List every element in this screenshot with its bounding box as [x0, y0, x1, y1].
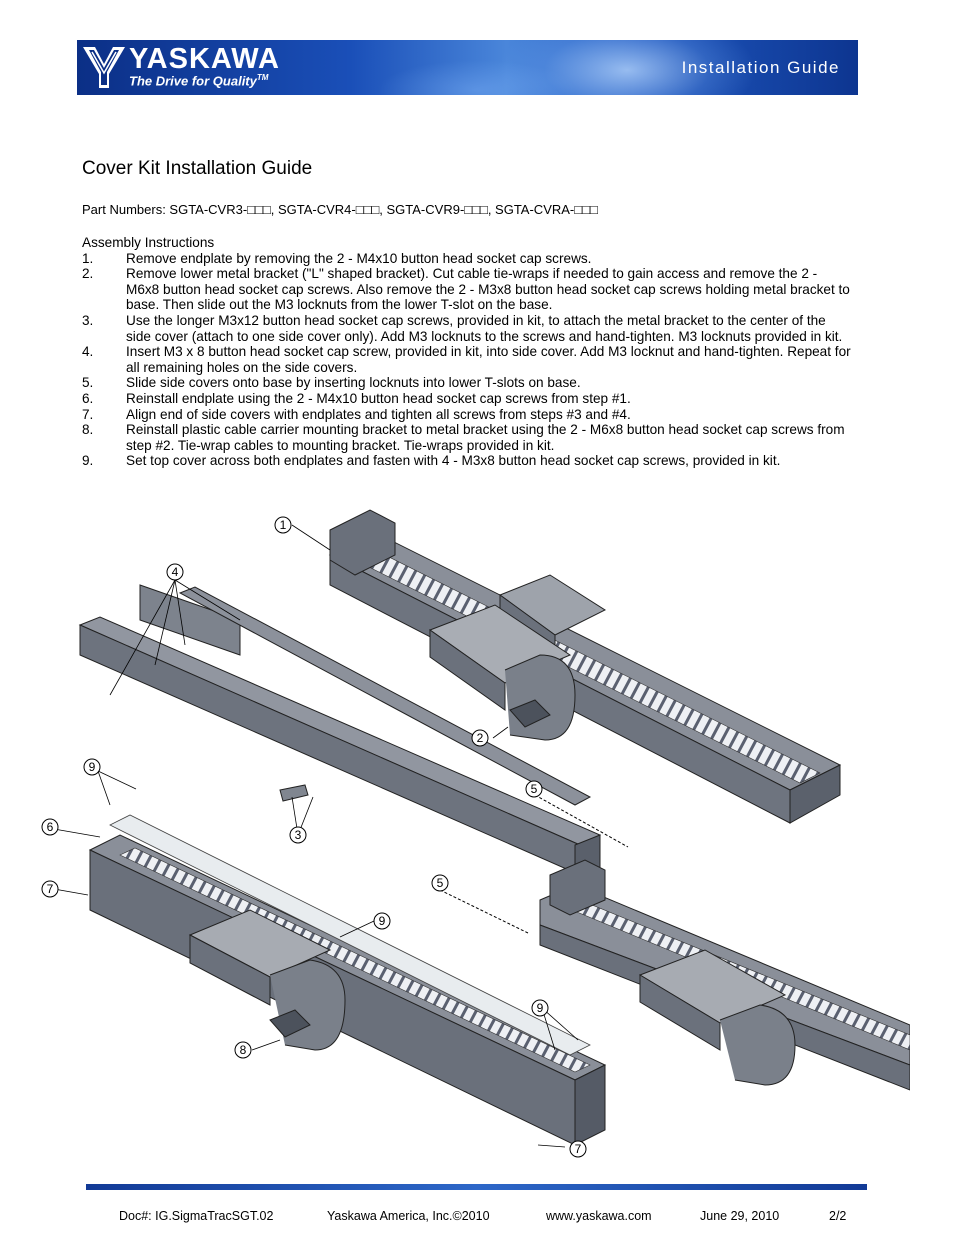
- step-item: 6. Reinstall endplate using the 2 - M4x10…: [82, 391, 852, 407]
- step-number: 9.: [82, 453, 94, 469]
- step-text: Reinstall plastic cable carrier mounting…: [126, 422, 845, 453]
- callout-circle: [569, 1140, 587, 1158]
- callout-circle: [525, 780, 543, 798]
- step-item: 5. Slide side covers onto base by inserti…: [82, 375, 852, 391]
- side-covers: [78, 584, 602, 911]
- footer-date: June 29, 2010: [700, 1209, 780, 1223]
- step-number: 4.: [82, 344, 94, 360]
- callout-circle: [373, 912, 391, 930]
- step-number: 5.: [82, 375, 94, 391]
- brand-tagline: The Drive for QualityTM: [129, 73, 269, 89]
- callout-circle: [234, 1041, 252, 1059]
- callout-label: 9: [537, 1001, 544, 1015]
- step-text: Remove endplate by removing the 2 - M4x1…: [126, 250, 592, 266]
- step-number: 1.: [82, 250, 94, 266]
- brand-name: YASKAWA: [129, 43, 280, 75]
- footer-website: www.yaskawa.com: [546, 1209, 652, 1223]
- footer-doc-number: Doc#: IG.SigmaTracSGT.02: [119, 1209, 274, 1223]
- callout-circle: [274, 516, 292, 534]
- step-number: 8.: [82, 422, 94, 438]
- callout-label: 4: [172, 565, 179, 579]
- step-text: Align end of side covers with endplates …: [126, 406, 631, 422]
- step-text: Slide side covers onto base by inserting…: [126, 375, 581, 391]
- step-item: 4. Insert M3 x 8 button head socket cap s…: [82, 344, 852, 375]
- step-item: 2. Remove lower metal bracket ("L" shaped…: [82, 266, 852, 313]
- step-item: 1. Remove endplate by removing the 2 - M4…: [82, 251, 852, 267]
- actuator-bottom: [88, 814, 607, 1146]
- part-numbers: Part Numbers: SGTA-CVR3-□□□, SGTA-CVR4-□…: [82, 202, 598, 217]
- step-text: Insert M3 x 8 button head socket cap scr…: [126, 344, 851, 375]
- callout-circle: [289, 826, 307, 844]
- step-text: Remove lower metal bracket ("L" shaped b…: [126, 266, 850, 313]
- callout-circle: [83, 758, 101, 776]
- callout-label: 2: [477, 731, 484, 745]
- step-number: 6.: [82, 390, 94, 406]
- step-number: 3.: [82, 312, 94, 328]
- footer-page-number: 2/2: [829, 1209, 847, 1223]
- assembly-instructions: Assembly Instructions 1. Remove endplate …: [82, 235, 852, 469]
- callout-label: 5: [437, 876, 444, 890]
- instructions-heading: Assembly Instructions: [82, 235, 215, 250]
- footer-rule: [86, 1184, 867, 1190]
- step-item: 9. Set top cover across both endplates an…: [82, 453, 852, 469]
- callout-circle: [471, 729, 489, 747]
- callout-label: 1: [280, 518, 287, 532]
- banner-title: Installation Guide: [681, 58, 840, 77]
- callout-label: 7: [575, 1142, 582, 1156]
- step-item: 8. Reinstall plastic cable carrier mounti…: [82, 422, 852, 453]
- step-number: 7.: [82, 406, 94, 422]
- header-banner: YASKAWA The Drive for QualityTM Installa…: [77, 40, 858, 95]
- callout-circle: [431, 874, 449, 892]
- callout-label: 3: [295, 828, 302, 842]
- callout-label: 8: [240, 1043, 247, 1057]
- step-item: 3. Use the longer M3x12 button head socke…: [82, 313, 852, 344]
- callout-label: 9: [89, 760, 96, 774]
- callout-circle: [41, 880, 59, 898]
- actuator-top: [328, 509, 842, 824]
- yaskawa-logo-icon: [83, 47, 125, 88]
- step-text: Use the longer M3x12 button head socket …: [126, 312, 843, 344]
- callout-circle: [531, 999, 549, 1017]
- callout-label: 6: [47, 820, 54, 834]
- footer-company: Yaskawa America, Inc.©2010: [327, 1209, 490, 1223]
- step-number: 2.: [82, 266, 94, 282]
- callout-label: 7: [47, 882, 54, 896]
- step-text: Set top cover across both endplates and …: [126, 453, 781, 469]
- actuator-middle: [539, 859, 910, 1091]
- step-item: 7. Align end of side covers with endplate…: [82, 407, 852, 423]
- callout-label: 5: [531, 782, 538, 796]
- step-text: Reinstall endplate using the 2 - M4x10 b…: [126, 390, 631, 406]
- page-title: Cover Kit Installation Guide: [82, 158, 313, 179]
- callout-circle: [166, 563, 184, 581]
- callout-label: 9: [379, 914, 386, 928]
- callout-circle: [41, 818, 59, 836]
- assembly-illustration: 1 2 3 4 5 5 6 7 7 8 9 9 9: [41, 509, 910, 1158]
